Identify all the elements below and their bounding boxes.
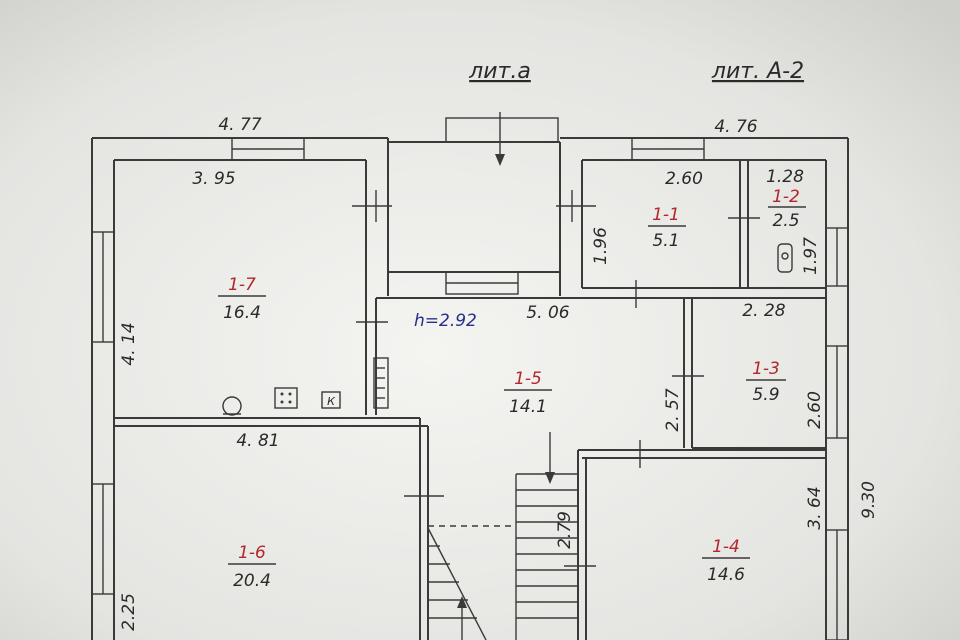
dim-room14-height: 3. 64 bbox=[805, 486, 825, 529]
room-label-1-5: 1-5 14.1 bbox=[504, 369, 552, 417]
room-area: 20.4 bbox=[233, 571, 271, 591]
dim-room13-right-height: 2.60 bbox=[805, 391, 825, 429]
dim-top-right-outer: 4. 76 bbox=[714, 117, 757, 137]
dim-hall-width: 5. 06 bbox=[526, 303, 569, 323]
room-id: 1-5 bbox=[514, 369, 542, 389]
windows bbox=[91, 137, 849, 640]
room-id: 1-6 bbox=[238, 543, 266, 563]
room-label-1-1: 1-1 5.1 bbox=[648, 205, 686, 251]
dim-room12-width: 1.28 bbox=[766, 167, 804, 187]
dim-kitchen-width: 4. 81 bbox=[236, 431, 279, 451]
toilet-icon bbox=[777, 243, 793, 273]
room-id: 1-4 bbox=[712, 537, 740, 557]
porch-step bbox=[445, 117, 559, 143]
dimension-labels: 4. 77 3. 95 4. 76 2.60 1.28 1.96 1.97 4.… bbox=[119, 115, 879, 631]
dim-stair-mark: 2.79 bbox=[555, 511, 575, 549]
dim-room13-left-height: 2. 57 bbox=[663, 388, 683, 431]
room-label-1-2: 1-2 2.5 bbox=[768, 187, 806, 231]
room-id: 1-7 bbox=[228, 275, 256, 295]
room-area: 5.1 bbox=[652, 231, 679, 251]
entry-arrows bbox=[457, 112, 555, 640]
room-label-1-7: 1-7 16.4 bbox=[218, 275, 266, 323]
ceiling-height-note: h=2.92 bbox=[414, 311, 477, 331]
room-label-1-6: 1-6 20.4 bbox=[228, 543, 276, 591]
room-area: 16.4 bbox=[223, 303, 261, 323]
dim-total-height: 9.30 bbox=[859, 481, 879, 519]
stove-icon bbox=[274, 387, 298, 409]
dim-room12-height: 1.97 bbox=[801, 237, 821, 275]
dim-left-height: 4. 14 bbox=[119, 322, 139, 365]
room-area: 2.5 bbox=[772, 211, 799, 231]
dim-bottom-left-height: 2.25 bbox=[119, 593, 139, 631]
title-lit-a2: лит. А-2 bbox=[711, 59, 804, 84]
door-marks bbox=[352, 190, 760, 567]
gas-meter-icon bbox=[222, 396, 242, 416]
title-lit-a: лит.а bbox=[468, 59, 531, 84]
dim-top-left-inner: 3. 95 bbox=[192, 169, 235, 189]
dim-room11-width: 2.60 bbox=[665, 169, 703, 189]
boiler-icon bbox=[321, 391, 341, 409]
room-id: 1-3 bbox=[752, 359, 780, 379]
room-area: 14.1 bbox=[509, 397, 547, 417]
boiler-label: К bbox=[327, 395, 336, 408]
room-area: 5.9 bbox=[752, 385, 779, 405]
room-area: 14.6 bbox=[707, 565, 745, 585]
room-id: 1-2 bbox=[772, 187, 800, 207]
room-label-1-3: 1-3 5.9 bbox=[746, 359, 786, 405]
dim-top-left-outer: 4. 77 bbox=[218, 115, 261, 135]
dim-room13-width: 2. 28 bbox=[742, 301, 785, 321]
room-id: 1-1 bbox=[652, 205, 680, 225]
room-label-1-4: 1-4 14.6 bbox=[702, 537, 750, 585]
dim-room11-height: 1.96 bbox=[591, 227, 611, 265]
fixtures: К bbox=[222, 243, 793, 416]
radiator-icon bbox=[373, 357, 389, 409]
